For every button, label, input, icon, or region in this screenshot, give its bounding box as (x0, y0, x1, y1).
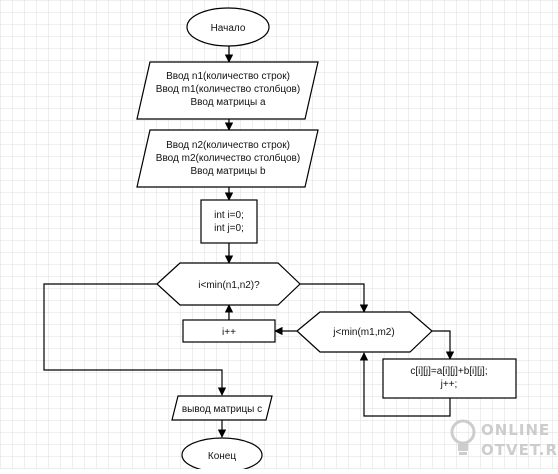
input-a-line-1: Ввод n1(количество строк) (166, 71, 290, 82)
input-b-line-2: Ввод m2(количество столбцов) (156, 152, 300, 164)
cond-i-node: i<min(n1,n2)? (156, 262, 301, 306)
cond-j-node: j<min(m1,m2) (296, 311, 433, 353)
input-a-line-2: Ввод m1(количество столбцов) (156, 83, 300, 95)
watermark-line-2: OTVET.RU (481, 441, 558, 459)
sum-line-2: j++; (440, 379, 458, 390)
inc-i-node: i++ (182, 319, 276, 343)
arrow-sum-loop-back (359, 352, 451, 417)
start-label: Начало (211, 23, 246, 34)
watermark-line-1: ONLINE (481, 421, 550, 439)
output-node: вывод матрицы с (171, 395, 273, 421)
input-b-line-1: Ввод n2(количество строк) (166, 140, 290, 151)
input-a-line-3: Ввод матрицы а (190, 97, 265, 108)
lightbulb-icon (450, 419, 476, 455)
end-node: Конец (181, 437, 263, 473)
init-node: int i=0; int j=0; (200, 199, 258, 244)
arrow-cond-i-no-to-output (43, 283, 227, 396)
end-label: Конец (208, 451, 236, 462)
watermark: ONLINE OTVET.RU (450, 419, 558, 459)
output-label: вывод матрицы с (182, 404, 262, 415)
sum-node: c[i][j]=a[i][j]+b[i][j]; j++; (382, 358, 517, 399)
input-b-node: Ввод n2(количество строк) Ввод m2(количе… (136, 129, 319, 188)
init-line-1: int i=0; (214, 210, 244, 221)
cond-j-label: j<min(m1,m2) (332, 327, 394, 338)
cond-i-label: i<min(n1,n2)? (198, 280, 260, 291)
arrow-cond-i-yes-to-cond-j (300, 283, 369, 313)
init-line-2: int j=0; (214, 223, 244, 234)
inc-i-label: i++ (222, 327, 236, 338)
connectors (43, 46, 455, 438)
input-b-line-3: Ввод матрицы b (190, 166, 265, 177)
input-a-node: Ввод n1(количество строк) Ввод m1(количе… (136, 61, 319, 120)
sum-line-1: c[i][j]=a[i][j]+b[i][j]; (410, 366, 487, 377)
arrow-cond-j-to-sum (432, 330, 455, 360)
start-node: Начало (186, 7, 270, 47)
